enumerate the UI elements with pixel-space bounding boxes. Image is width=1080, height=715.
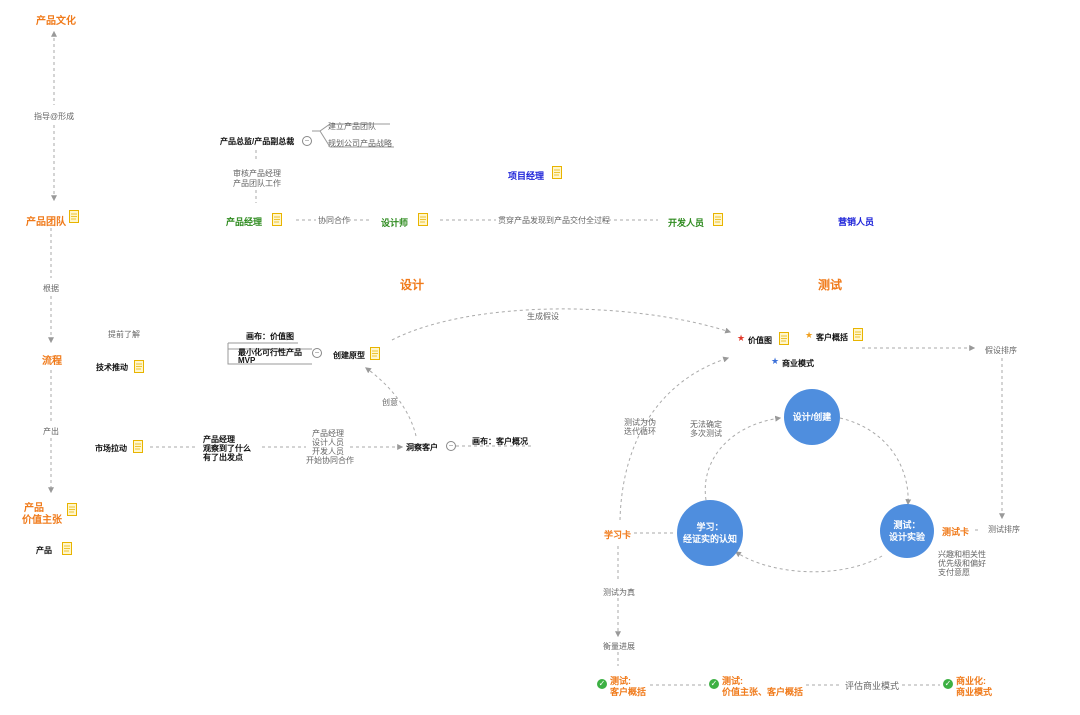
step3-label-1: 商业化: <box>956 676 986 686</box>
know-ahead-label: 提前了解 <box>108 330 140 339</box>
product-culture-label: 产品文化 <box>36 16 76 27</box>
mvp-label-1: 最小化可行性产品 <box>238 348 302 357</box>
step1-label-1: 测试: <box>610 676 631 686</box>
learn-label-2: 经证实的认知 <box>682 534 737 544</box>
false-label-1: 测试为伪 <box>624 418 656 427</box>
product-manager-label: 产品经理 <box>226 217 263 227</box>
document-icon <box>133 440 143 453</box>
insight-label: 洞察客户 <box>406 443 438 452</box>
output-label: 产出 <box>43 427 59 436</box>
product-label: 产品 <box>36 546 52 555</box>
step1-label-2: 客户概括 <box>610 687 647 697</box>
uncertain-label-2: 多次测试 <box>690 429 722 438</box>
design-create-label: 设计/创建 <box>792 412 832 422</box>
roles-label-3: 开发人员 <box>312 447 344 456</box>
prototype-label: 创建原型 <box>333 351 365 360</box>
step2-label-1: 测试: <box>722 676 743 686</box>
note-label-1: 兴趣和相关性 <box>938 550 986 559</box>
step3-label-2: 商业模式 <box>956 687 993 697</box>
business-model-label: 商业模式 <box>782 359 814 368</box>
test-card-label: 测试卡 <box>942 527 970 537</box>
document-icon <box>62 542 72 555</box>
marketing-label: 营销人员 <box>838 217 875 227</box>
pm-observe-2: 观察到了什么 <box>203 444 251 453</box>
document-icon <box>370 347 380 360</box>
uncertain-label-1: 无法确定 <box>690 420 722 429</box>
pm-observe-1: 产品经理 <box>203 435 235 444</box>
collapse-icon[interactable]: − <box>446 441 456 451</box>
mvp-label-2: MVP <box>238 356 256 365</box>
document-icon <box>779 332 789 345</box>
value-map-label: 价值图 <box>748 336 772 345</box>
learn-circle: 学习： 经证实的认知 <box>677 500 743 566</box>
measure-label: 衡量进展 <box>603 642 635 651</box>
step2-label-2: 价值主张、客户概括 <box>722 687 804 697</box>
design-title: 设计 <box>400 278 425 292</box>
collapse-icon[interactable]: − <box>312 348 322 358</box>
roles-label-4: 开始协同合作 <box>306 456 354 465</box>
basis-label: 根据 <box>43 284 59 293</box>
tech-push-label: 技术推动 <box>96 363 128 372</box>
test-circle: 测试： 设计实验 <box>880 504 934 558</box>
canvas-customer-label: 画布：客户概况 <box>472 437 528 446</box>
evaluate-label: 评估商业模式 <box>845 681 900 691</box>
project-manager-label: 项目经理 <box>508 171 545 181</box>
market-pull-label: 市场拉动 <box>95 444 127 453</box>
document-icon <box>134 360 144 373</box>
document-icon <box>67 503 77 516</box>
false-label-2: 迭代循环 <box>624 427 656 436</box>
roles-label-2: 设计人员 <box>312 438 344 447</box>
check-icon: ✓ <box>943 679 953 689</box>
developer-label: 开发人员 <box>668 218 705 228</box>
collapse-icon[interactable]: − <box>302 136 312 146</box>
director-label: 产品总监/产品副总裁 <box>220 137 295 146</box>
document-icon <box>418 213 428 226</box>
plan-strategy-label: 规划公司产品战略 <box>328 139 392 148</box>
true-label: 测试为真 <box>603 588 635 597</box>
star-red-icon: ★ <box>737 333 746 343</box>
document-icon <box>69 210 79 223</box>
product-team-label: 产品团队 <box>26 217 66 228</box>
note-label-2: 优先级和偏好 <box>938 559 986 568</box>
review-label-1: 审核产品经理 <box>233 169 281 178</box>
document-icon <box>272 213 282 226</box>
learning-card-label: 学习卡 <box>604 530 632 540</box>
creativity-label: 创意 <box>382 398 398 407</box>
customer-profile-label: 客户概括 <box>816 333 848 342</box>
through-process-label: 贯穿产品发现到产品交付全过程 <box>498 216 610 225</box>
note-label-3: 支付意愿 <box>938 568 970 577</box>
collab-label: 协同合作 <box>318 216 350 225</box>
value-prop-label-2: 价值主张 <box>22 515 62 526</box>
guide-form-label: 指导@形成 <box>34 112 75 121</box>
canvas-value-label: 画布：价值图 <box>246 332 294 341</box>
roles-label-1: 产品经理 <box>312 429 344 438</box>
process-label: 流程 <box>42 356 62 367</box>
test-title: 测试 <box>818 278 843 292</box>
test-sort-label: 测试排序 <box>988 525 1020 534</box>
test-label-2: 设计实验 <box>888 532 925 542</box>
generate-hypothesis-label: 生成假设 <box>527 312 559 321</box>
review-label-2: 产品团队工作 <box>233 179 281 188</box>
learn-label-1: 学习： <box>696 522 724 532</box>
build-team-label: 建立产品团队 <box>328 122 376 131</box>
designer-label: 设计师 <box>381 218 409 228</box>
check-icon: ✓ <box>597 679 607 689</box>
check-icon: ✓ <box>709 679 719 689</box>
pm-observe-3: 有了出发点 <box>203 453 243 462</box>
document-icon <box>713 213 723 226</box>
value-prop-label-1: 产品 <box>24 503 44 514</box>
star-orange-icon: ★ <box>805 330 814 340</box>
hypothesis-sort-label: 假设排序 <box>985 346 1017 355</box>
document-icon <box>853 328 863 341</box>
document-icon <box>552 166 562 179</box>
test-label-1: 测试： <box>893 520 921 530</box>
design-create-circle: 设计/创建 <box>784 389 840 445</box>
star-blue-icon: ★ <box>771 356 780 366</box>
